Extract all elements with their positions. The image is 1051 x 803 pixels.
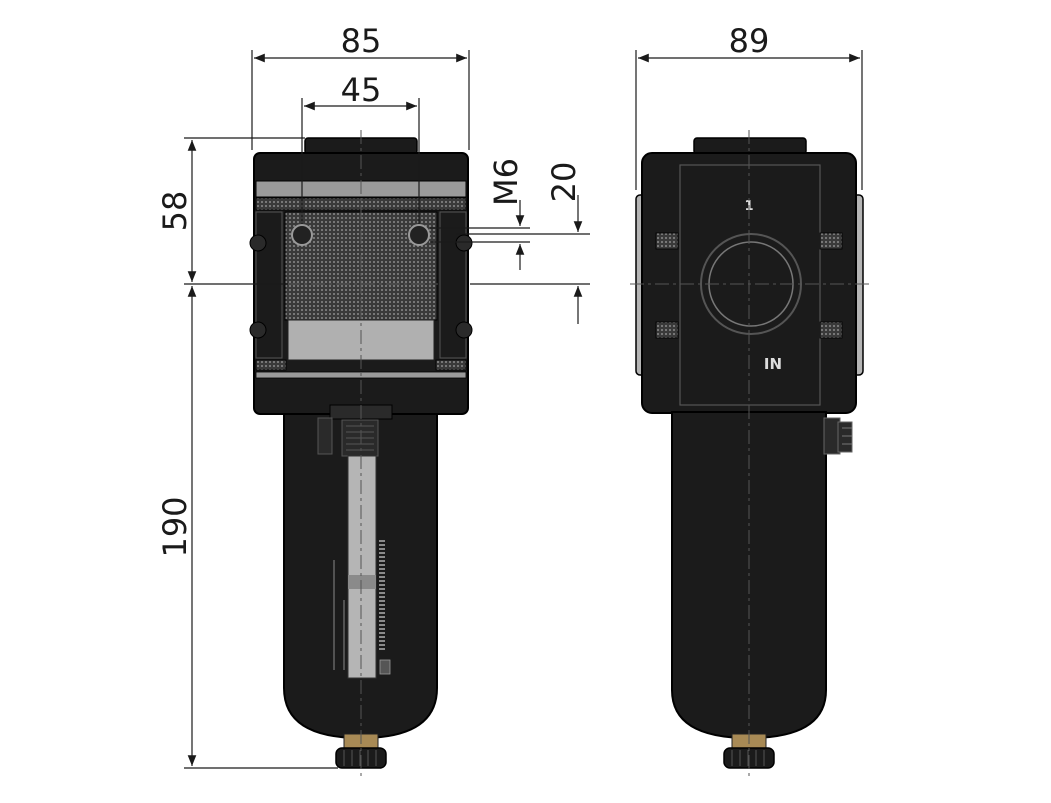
front-sight-glass-level [348, 575, 376, 589]
front-lug-right-top [455, 234, 473, 252]
front-lug-right-bottom [455, 321, 473, 339]
dim-port-spacing: 45 [341, 71, 382, 109]
dim-upper-height: 58 [156, 191, 194, 232]
side-bolt-left-bottom [655, 321, 679, 339]
dim-side-width: 89 [729, 22, 770, 60]
side-view: 1 IN [630, 130, 870, 778]
side-port-label: IN [764, 355, 782, 373]
dim-thread: M6 [487, 158, 525, 206]
front-lug-left-bottom [249, 321, 267, 339]
dimension-lines: 85 45 89 58 190 M6 20 [156, 22, 863, 769]
front-port-left [291, 224, 313, 246]
dim-lower-height: 190 [156, 496, 194, 557]
front-mesh-strip-bottom-right [435, 359, 467, 371]
side-latch-grip [837, 421, 853, 453]
front-view [249, 130, 473, 778]
side-top-cap [693, 137, 807, 155]
front-bowl-latch [317, 417, 333, 455]
dim-front-width: 85 [341, 22, 382, 60]
front-port-right [408, 224, 430, 246]
front-mesh-strip-bottom-left [255, 359, 287, 371]
front-sight-glass [347, 455, 377, 679]
side-bolt-left-top [655, 232, 679, 250]
dim-thread-depth: 20 [545, 162, 583, 203]
side-bolt-right-bottom [819, 321, 843, 339]
side-bolt-right-top [819, 232, 843, 250]
front-lug-left-top [249, 234, 267, 252]
